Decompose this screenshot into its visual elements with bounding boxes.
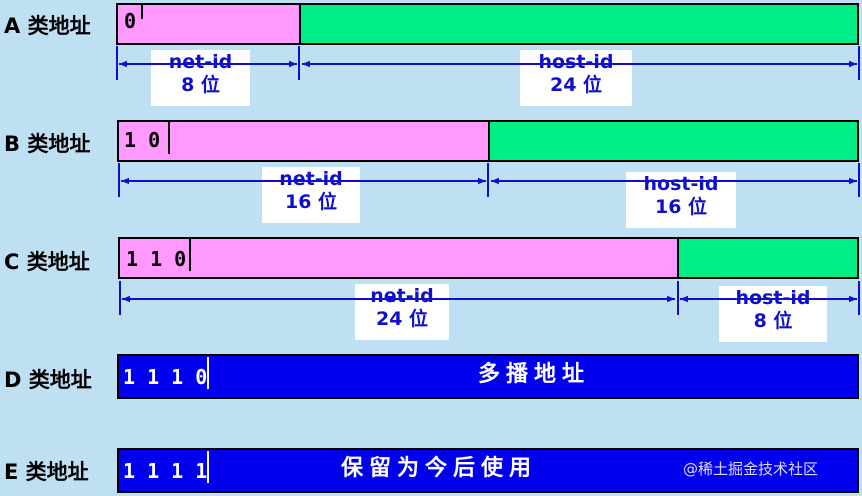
class-d-text: 多播地址	[477, 362, 590, 387]
class-e-prefix-divider	[207, 451, 209, 483]
class-b-net-segment	[117, 120, 491, 162]
class-b-prefix-divider	[168, 122, 170, 154]
class-a-net-id-bits: 8 位	[181, 74, 220, 96]
class-e-prefix-bits: 1 1 1 1	[123, 459, 208, 483]
class-b-net-id-bits: 16 位	[284, 191, 338, 213]
class-d-prefix-divider	[207, 357, 209, 389]
class-a-net-id-label: net-id 8 位	[151, 50, 250, 106]
class-e-bar: 保留为今后使用	[117, 448, 859, 493]
class-b-host-id-bits: 16 位	[654, 196, 708, 218]
class-a-label: A 类地址	[4, 14, 91, 38]
class-b-label: B 类地址	[4, 132, 91, 156]
class-c-net-id-bits: 24 位	[375, 308, 429, 330]
class-d-bar: 多播地址	[117, 354, 859, 399]
class-b-host-segment	[488, 120, 859, 162]
class-d-label: D 类地址	[4, 368, 92, 392]
class-a-prefix-divider	[141, 5, 143, 19]
class-c-label: C 类地址	[4, 250, 90, 274]
class-e-label: E 类地址	[4, 460, 89, 484]
class-c-net-segment	[118, 237, 681, 279]
class-c-prefix-bits: 1 1 0	[126, 247, 187, 271]
class-b-prefix-bits: 1 0	[124, 128, 161, 152]
class-c-host-id-bits: 8 位	[753, 310, 793, 332]
class-a-host-segment	[299, 3, 859, 45]
class-c-host-id-label: host-id 8 位	[719, 286, 827, 342]
watermark: @稀土掘金技术社区	[683, 460, 819, 478]
class-c-prefix-divider	[189, 239, 191, 271]
class-e-text: 保留为今后使用	[340, 456, 537, 481]
class-a-prefix-bits: 0	[124, 9, 137, 33]
class-d-prefix-bits: 1 1 1 0	[123, 365, 208, 389]
class-a-net-segment	[116, 3, 303, 45]
class-c-host-segment	[677, 237, 859, 279]
class-a-host-id-bits: 24 位	[549, 74, 603, 96]
